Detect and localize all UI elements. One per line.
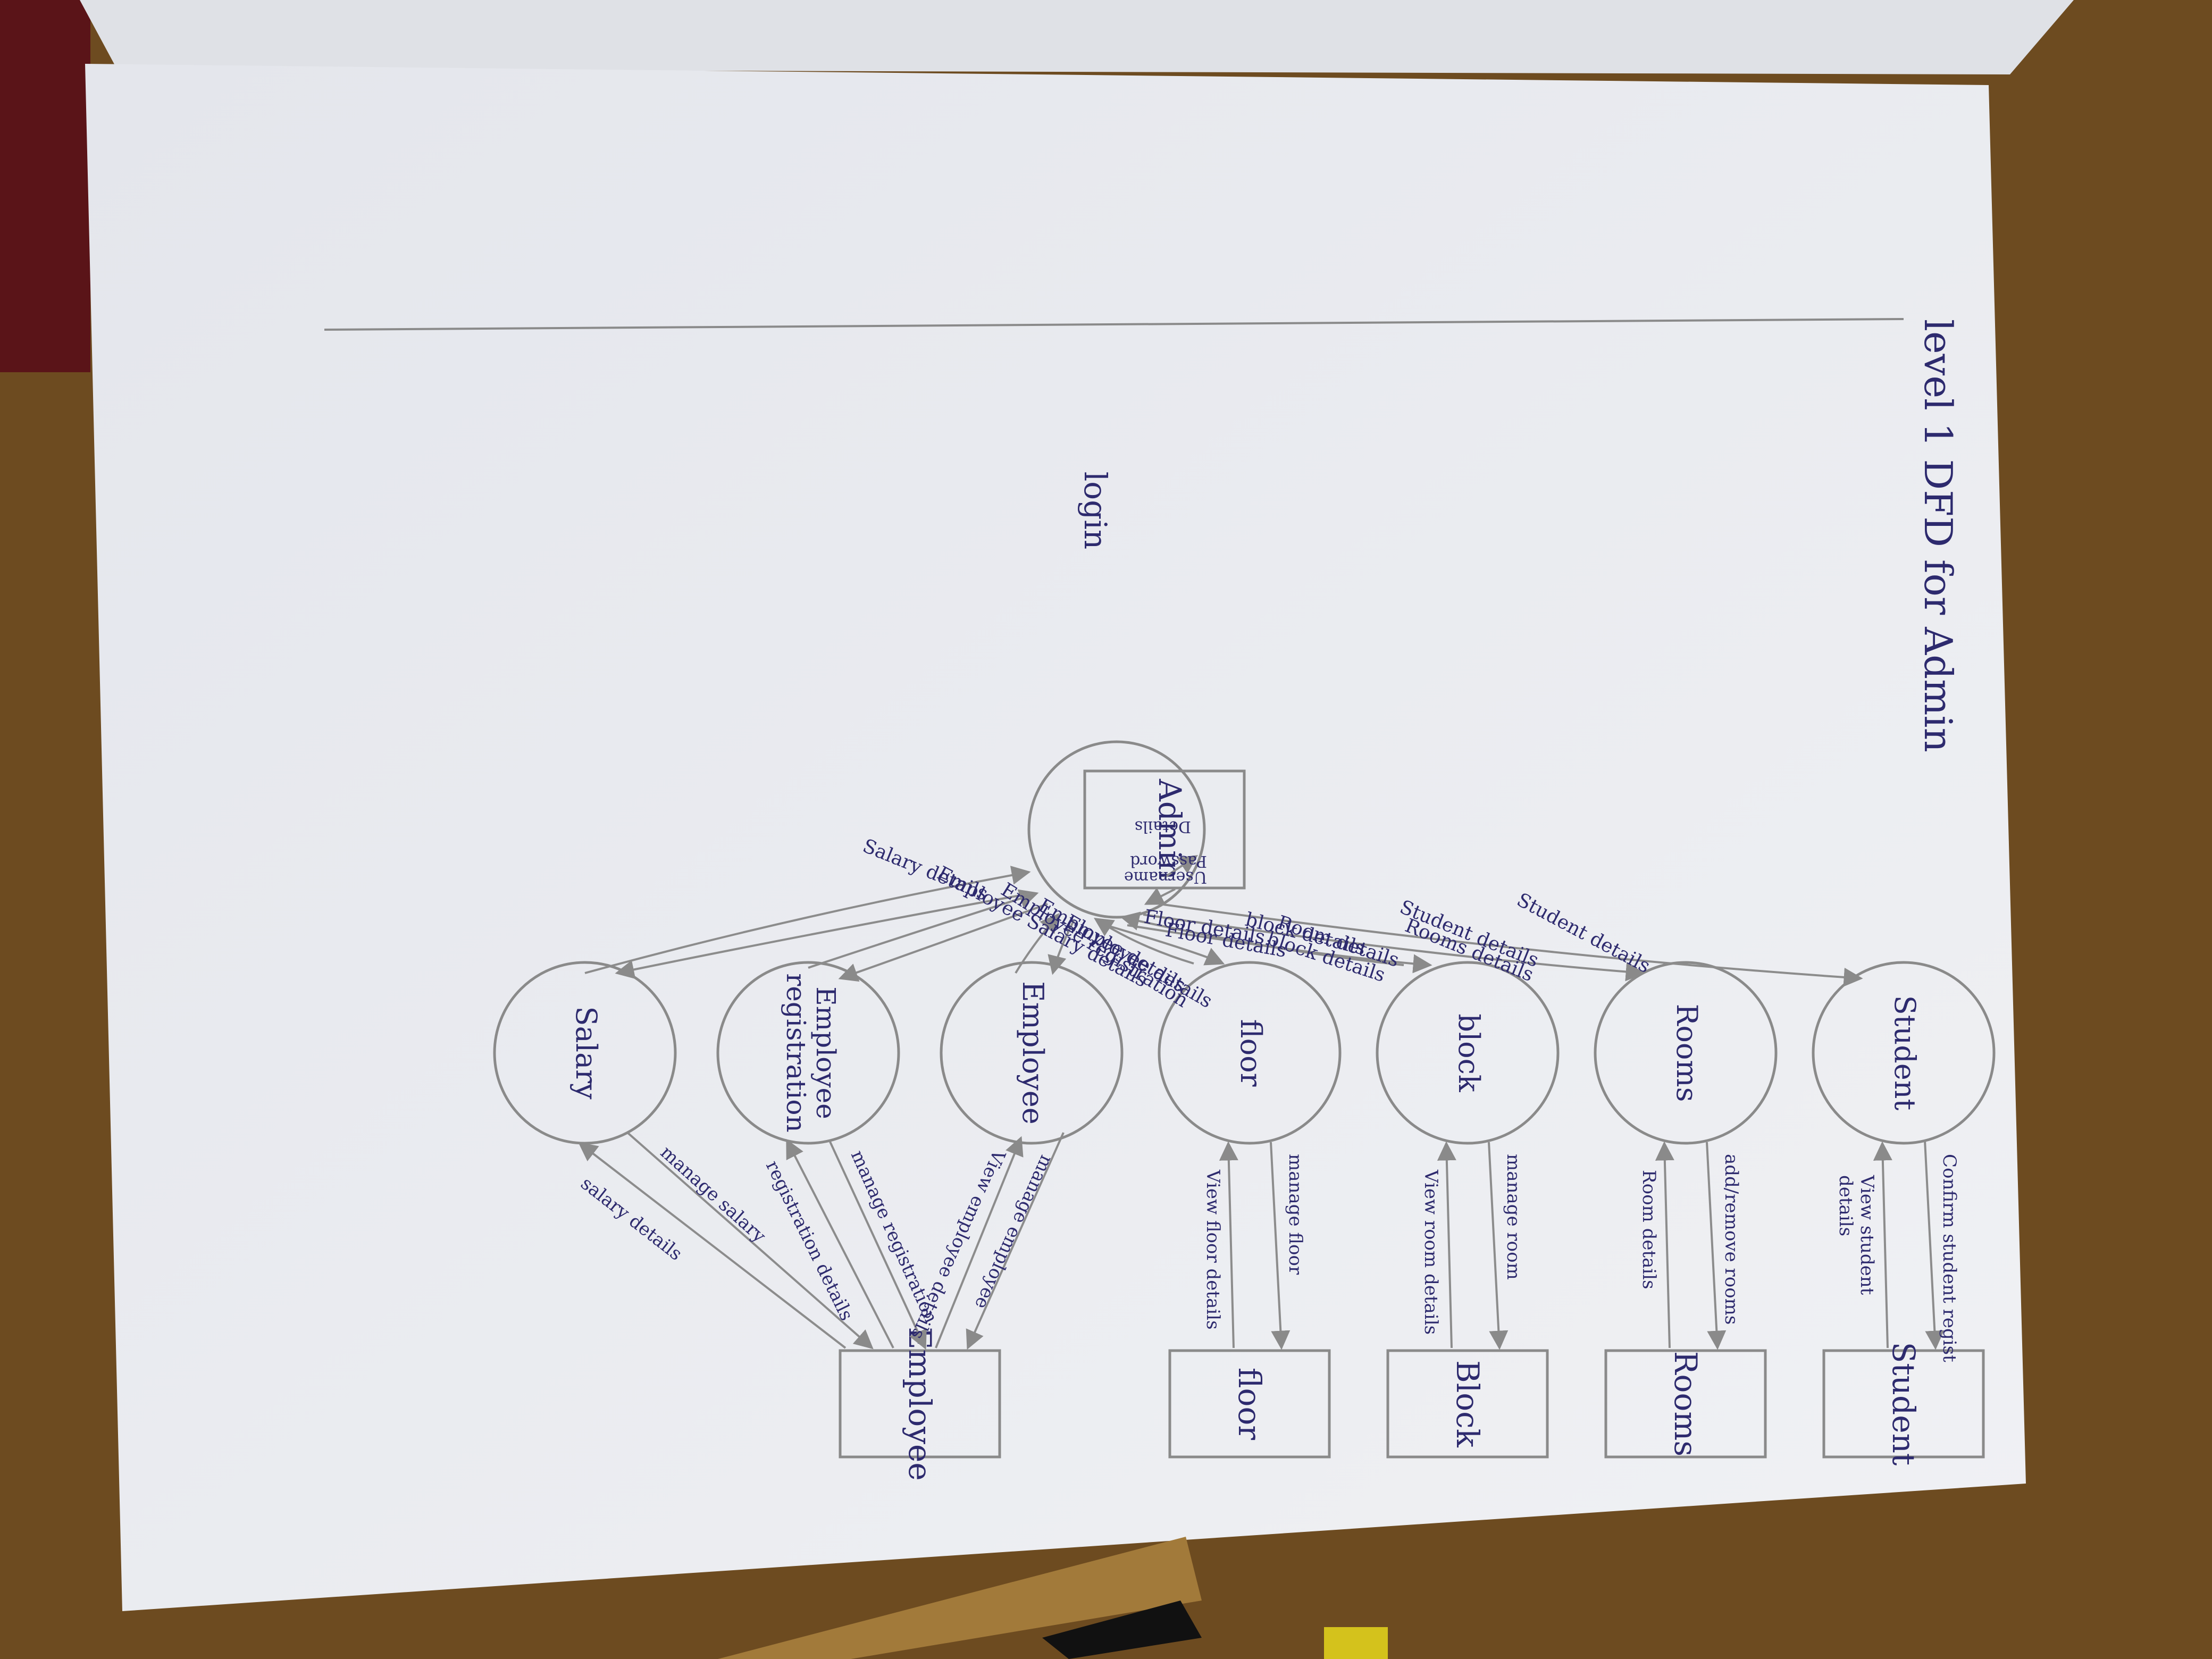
top-page-edge [80,0,2074,74]
process-login [1027,740,1206,919]
entity-block-label: Block [1449,1360,1486,1448]
edge-block-login [1120,911,1404,966]
edge-store-floor [1219,1141,1238,1348]
process-floor: floor [1158,961,1342,1145]
edge-employee-login [1015,913,1060,974]
edge-login-admin [1163,855,1198,878]
process-empreg-label-2: registration [781,973,811,1132]
edge-login-student [1159,903,1863,987]
label-block-view: View room details [1420,1169,1442,1335]
process-employee-label: Employee [1016,981,1050,1124]
entity-employee-label: Employee [902,1327,938,1480]
entity-rooms-label: Rooms [1668,1351,1704,1456]
edge-floor-store [1270,1142,1291,1350]
label-admin-username-1: Username [1124,868,1207,886]
edge-login-floor [1105,924,1225,966]
edge-floor-login [1093,918,1194,965]
label-student-view-2: details [1835,1175,1856,1236]
label-floor-view: View floor details [1202,1169,1224,1330]
edge-rooms-store [1706,1142,1727,1350]
paper-sheet [85,64,2026,1611]
edge-store-block [1437,1141,1456,1348]
edge-login-employee [1048,919,1075,975]
edge-login-empreg [838,903,1048,982]
entity-floor-label: floor [1231,1368,1268,1440]
process-empreg-label-1: Employee [810,986,841,1119]
label-admin-details: Details [1135,817,1191,836]
red-cloth [0,0,90,372]
edge-empreg-login [808,889,1039,969]
process-block: block [1376,961,1560,1145]
process-rooms: Rooms [1594,961,1778,1145]
label-student-view-1: View student [1856,1175,1878,1295]
label-floor-manage: manage floor [1285,1154,1306,1275]
edge-store-employee [935,1136,1024,1348]
entity-student-label: Student [1886,1342,1922,1466]
edge-admin-login [1144,887,1176,905]
process-salary-label: Salary [569,1007,603,1100]
ruler [718,1537,1202,1659]
entity-block: Block [1386,1349,1549,1459]
edge-salary-store [626,1132,874,1350]
label-student-store: Confirm student regist [1939,1154,1960,1362]
edge-store-student [1873,1141,1892,1348]
entity-student: Student [1822,1342,1985,1466]
edge-store-salary [578,1142,847,1349]
process-employee-registration: Employee registration [716,961,900,1145]
label-rooms-add: add/remove rooms [1721,1154,1742,1325]
process-employee: Employee [940,961,1124,1145]
edge-salary-login [584,866,1031,974]
process-login-label: login [1077,472,1113,550]
edge-employee-store [966,1132,1065,1350]
process-block-label: block [1452,1013,1486,1093]
label-block-manage: manage room [1503,1154,1524,1280]
page-title: level 1 DFD for Admin [1916,319,1960,752]
edge-login-salary [615,892,1032,979]
edge-student-store [1924,1140,1945,1350]
entity-rooms: Rooms [1604,1349,1767,1459]
label-rooms-details: Room details [1638,1170,1660,1289]
process-student-label: Student [1888,995,1922,1111]
process-student: Student [1812,961,1996,1145]
edge-block-store [1488,1142,1509,1350]
label-admin-username-2: Password [1130,852,1207,870]
entity-employee: Employee [839,1327,1001,1481]
edge-store-empreg [786,1138,894,1348]
process-rooms-label: Rooms [1670,1004,1704,1102]
title-underline [324,318,1904,331]
edge-store-rooms [1655,1141,1674,1348]
yellow-marker [1324,1627,1388,1659]
process-floor-label: floor [1234,1019,1268,1087]
edge-login-rooms [1143,914,1645,982]
entity-floor: floor [1168,1349,1331,1459]
edge-empreg-store [828,1140,927,1350]
